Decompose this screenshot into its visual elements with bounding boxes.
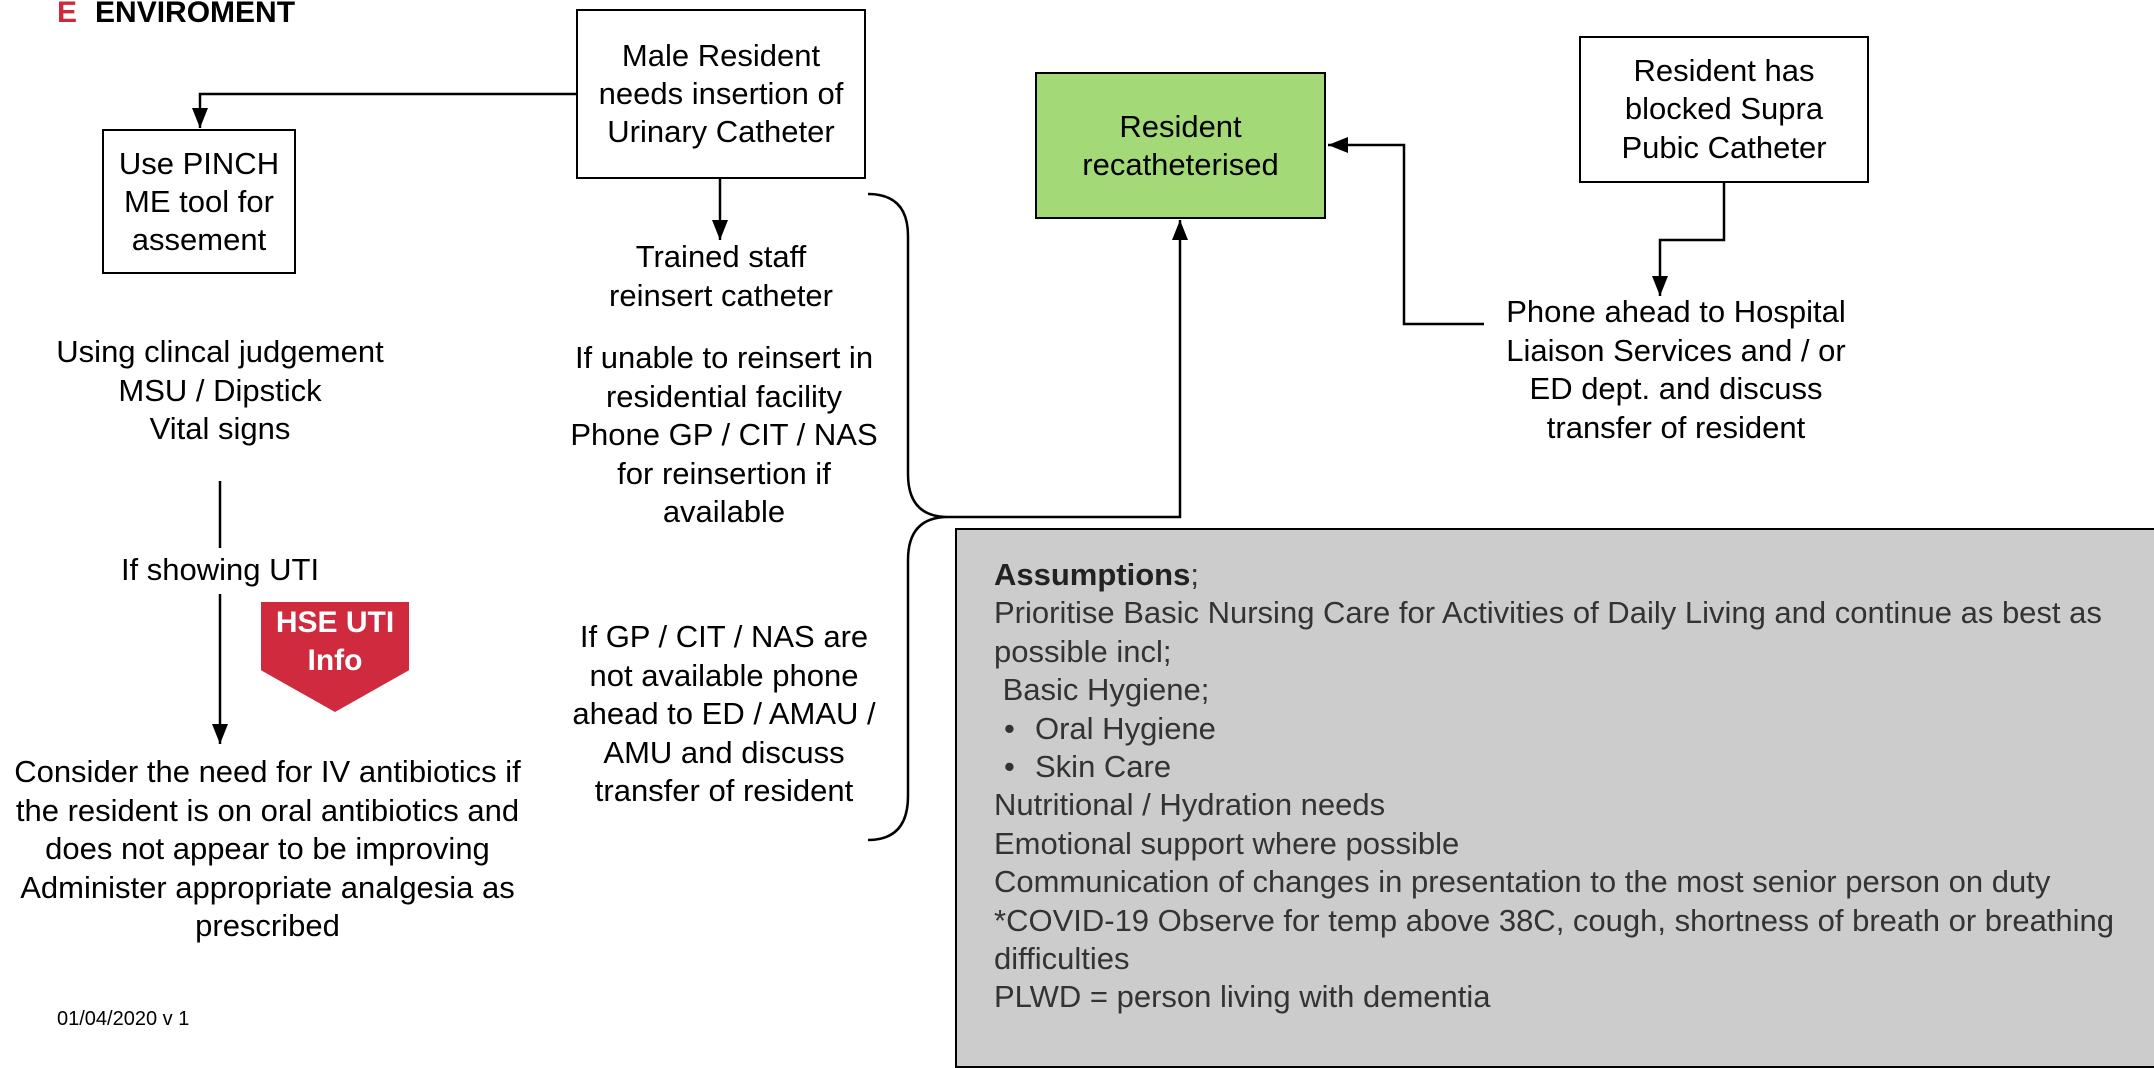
- assumptions-hygiene: Basic Hygiene;: [994, 672, 1210, 708]
- section-header: E ENVIROMENT: [57, 0, 295, 32]
- assumption-line: *COVID-19 Observe for temp above 38C, co…: [994, 902, 2115, 977]
- arrow-spc-to-phone: [1652, 182, 1726, 296]
- text-phone-ahead: Phone ahead to Hospital Liaison Services…: [1506, 294, 1846, 445]
- node-male-resident-label: Male Resident needs insertion of Urinary…: [598, 38, 844, 149]
- node-pinch-me-label: Use PINCH ME tool for assement: [118, 145, 280, 257]
- assumption-line: PLWD = person living with dementia: [994, 979, 1491, 1015]
- assumption-line: Nutritional / Hydration needs: [994, 787, 1386, 823]
- assumptions-panel: Assumptions; Prioritise Basic Nursing Ca…: [955, 528, 2154, 1068]
- arrow-male-to-pinch: [192, 92, 577, 128]
- section-letter: E: [57, 0, 78, 29]
- list-item: Skin Care: [1004, 748, 2137, 787]
- section-title: ENVIROMENT: [95, 0, 296, 29]
- node-pinch-me: Use PINCH ME tool for assement: [102, 129, 296, 274]
- node-blocked-spc-label: Resident has blocked Supra Pubic Cathete…: [1621, 52, 1827, 165]
- assumptions-heading: Assumptions;: [994, 557, 1199, 592]
- text-unable-reinsert: If unable to reinsert in residential fac…: [570, 340, 878, 529]
- node-male-resident: Male Resident needs insertion of Urinary…: [576, 9, 866, 179]
- node-recatheterised: Resident recatheterised: [1035, 72, 1326, 219]
- arrow-phone-to-recath: [1328, 137, 1484, 326]
- assumption-line: Communication of changes in presentation…: [994, 864, 2051, 900]
- text-showing-uti: If showing UTI: [120, 552, 320, 587]
- version-date: 01/04/2020 v 1: [57, 1008, 190, 1030]
- text-clinical-judgement: Using clincal judgement MSU / Dipstick V…: [56, 334, 384, 446]
- text-trained-staff: Trained staff reinsert catheter: [609, 239, 833, 313]
- connector-lines: [192, 92, 1726, 842]
- hygiene-list: Oral Hygiene Skin Care: [994, 710, 2137, 787]
- assumptions-intro: Prioritise Basic Nursing Care for Activi…: [994, 595, 2102, 669]
- node-blocked-spc: Resident has blocked Supra Pubic Cathete…: [1579, 36, 1869, 183]
- node-recatheterised-label: Resident recatheterised: [1082, 108, 1279, 182]
- text-gp-unavailable: If GP / CIT / NAS are not available phon…: [572, 619, 876, 808]
- arrow-brace-to-recath: [948, 220, 1188, 519]
- assumption-line: Emotional support where possible: [994, 825, 1460, 861]
- text-iv-antibiotics: Consider the need for IV antibiotics if …: [14, 754, 521, 943]
- list-item: Oral Hygiene: [1004, 710, 2137, 749]
